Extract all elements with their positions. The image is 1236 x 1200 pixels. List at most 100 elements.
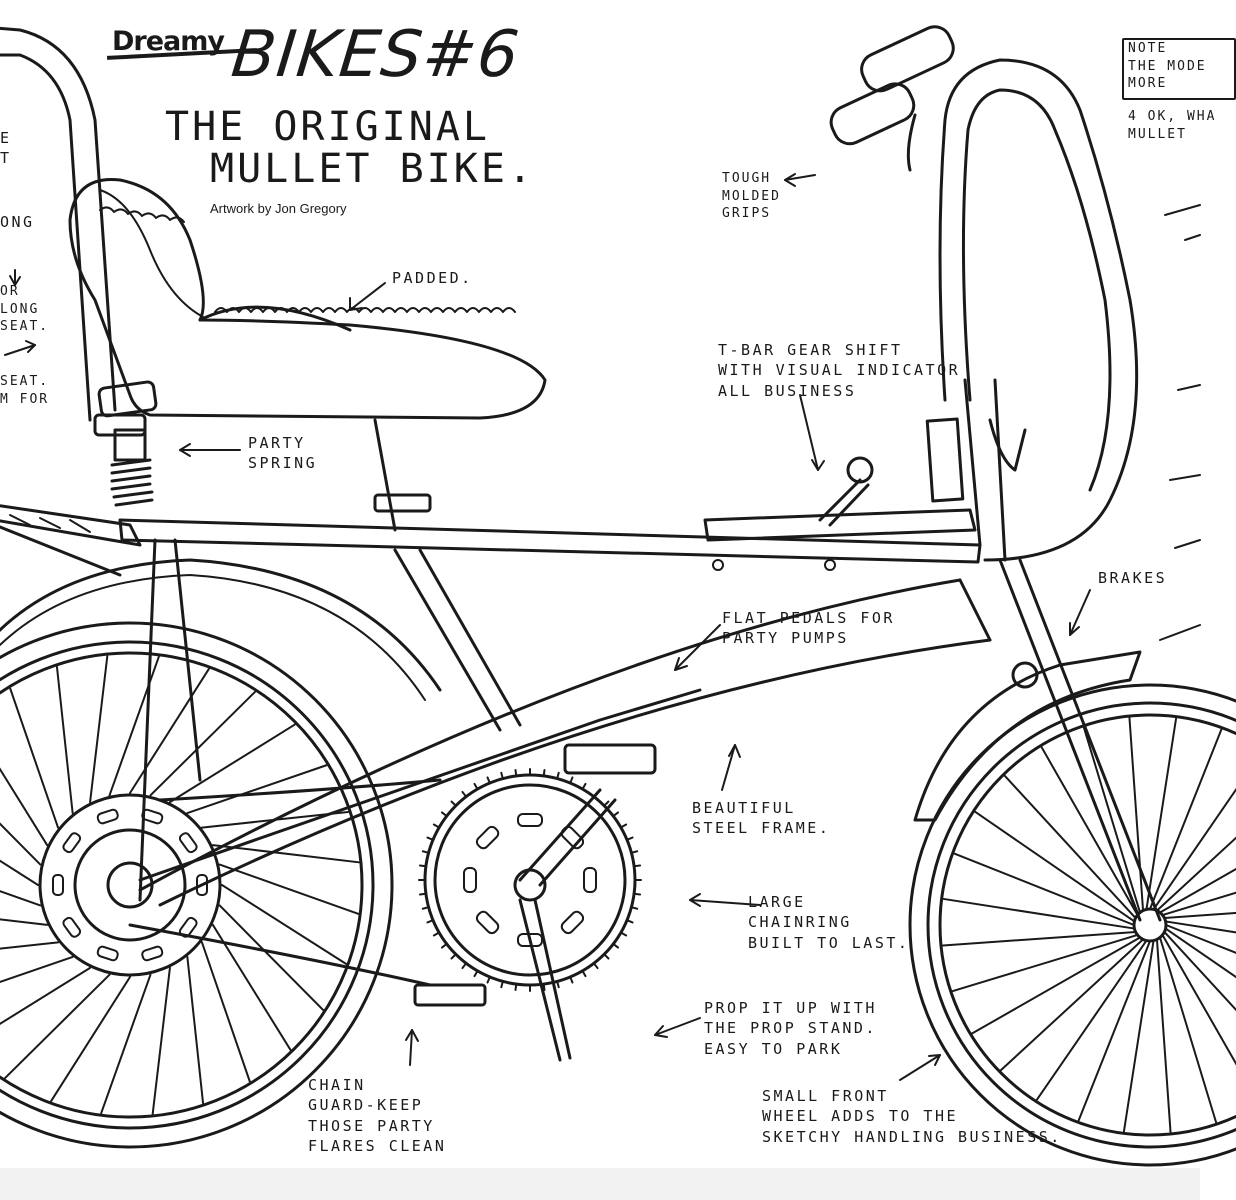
label-prop-stand: PROP IT UP WITH THE PROP STAND. EASY TO … [704,999,877,1058]
spoke [1158,867,1236,914]
chainring-tooth [432,823,441,829]
spoke [1035,939,1148,1101]
chainring-holes [418,768,642,992]
chainring-tooth [514,768,518,777]
spoke [942,930,1137,947]
spoke [1149,728,1223,910]
spoke [211,923,292,1051]
guard-slot [141,945,164,962]
chainring-hole [463,867,477,893]
chainring-tooth [450,953,457,960]
left-grip [829,82,916,146]
annotation-arrows [4,173,1201,1081]
chainring-hole [475,825,500,850]
guard-slot [62,832,82,854]
spoke [55,665,74,815]
spoke [1122,939,1155,1133]
chainring-tooth [556,771,560,780]
spoke [1163,912,1236,920]
spoke [1158,936,1218,1124]
chainring-tooth [603,800,610,807]
chainring-tooth [450,800,457,807]
guard-slot [52,874,64,896]
sissy-bar [0,53,92,422]
chainring-tooth [418,864,427,868]
spoke [9,687,60,829]
chainring-tooth [581,782,587,791]
spoke [50,976,131,1103]
label-padded: PADDED. [392,269,473,287]
handlebars [829,25,1139,562]
chainring-tooth [581,969,587,978]
chain [128,923,432,987]
chainring-tooth [514,983,518,992]
spoke [953,852,1135,926]
chainring-tooth [418,892,427,896]
chainring-tooth [542,983,546,992]
label-left-2: ONG [0,213,35,231]
spoke [1082,726,1142,914]
chainring-tooth [630,906,639,910]
chainring-tooth [473,782,479,791]
chainring-tooth [612,811,620,818]
chainring-tooth [426,836,434,841]
label-left-1: E T [0,129,12,168]
front-hub [1132,907,1168,943]
spoke [0,859,39,886]
label-frame: BEAUTIFUL STEEL FRAME. [692,799,831,838]
party-spring [93,413,154,507]
chainring-tooth [619,931,628,937]
bike-illustration [0,25,1236,1167]
chainring-tooth [633,864,642,868]
spoke [1155,938,1172,1133]
spoke [129,667,210,794]
guard-slot [62,916,82,938]
spoke [186,955,205,1105]
guard-slot [96,945,119,962]
chainring-tooth [542,768,546,777]
rear-mudguard [0,558,442,692]
spoke [0,890,42,907]
pedal [563,743,657,775]
spoke [108,655,160,797]
chainring-tooth [440,942,448,949]
spoke [1145,717,1178,911]
right-grip [860,25,955,93]
chainring-tooth [500,771,504,780]
chainring-tooth [432,931,441,937]
chainring-tooth [500,980,504,989]
spoke [0,955,74,983]
t-bar-gear-shift [703,456,977,571]
spoke [221,884,348,965]
chainring-tooth [619,823,628,829]
spoke [168,723,296,804]
chainring-tooth [440,811,448,818]
spoke [1161,933,1236,1066]
title-line-2: MULLET BIKE. [210,146,535,192]
spoke [971,936,1142,1035]
chainring-tooth [486,976,491,984]
front-mudguard [913,650,1142,822]
chainring-tooth [426,919,434,924]
spoke [100,973,152,1115]
spoke [211,844,360,864]
spoke [1165,924,1236,954]
label-brakes: BRAKES [1098,569,1168,587]
chainring-tooth [556,980,560,989]
chainring-tooth [421,906,430,910]
spoke [89,655,109,804]
spoke [1128,717,1145,912]
spoke [200,941,251,1083]
spoke [218,863,360,915]
spoke [1161,891,1236,917]
spoke [1003,774,1137,920]
title-line-1: THE ORIGINAL [165,104,490,150]
rear-chain-guard-disc [38,793,222,977]
spoke [1077,940,1151,1122]
spoke [4,973,111,1080]
spoke [1163,930,1236,1012]
label-right-note: NOTE THE MODE MORE [1128,41,1207,92]
spoke [0,966,92,1026]
spoke [0,918,49,926]
chainring-tooth [421,850,430,854]
